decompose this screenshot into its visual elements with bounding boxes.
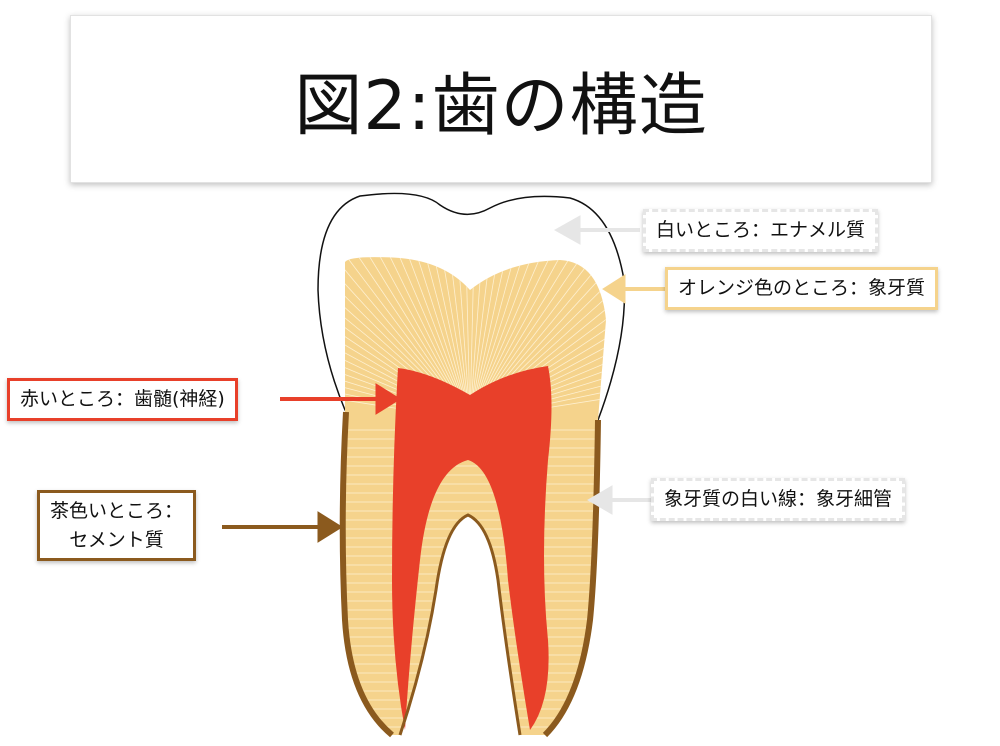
tubule-line [401,257,471,421]
label-cementum-line2: セメント質 [69,528,164,551]
cementum-left [339,411,394,738]
tubule-line [426,257,471,421]
tubule-line [355,257,471,421]
tubule-line [469,257,574,421]
label-enamel: 白いところ：エナメル質 [643,209,879,252]
tubule-line [389,257,471,421]
dentin [342,257,606,735]
tubule-line [469,257,502,421]
arrow-enamel [553,215,640,245]
tubule-line [469,257,539,421]
tubule-line [438,257,471,421]
label-cementum-line1: 茶色いところ： [50,500,184,522]
arrow-dentin [602,274,665,304]
title-box: 図2:歯の構造 [70,15,932,183]
tubule-line [450,257,471,421]
tubule-line [469,257,514,421]
tubule-line [378,257,471,421]
label-cementum: 茶色いところ： セメント質 [37,490,197,561]
tubule-line [413,257,471,421]
arrow-cementum [222,511,343,543]
tubule-line [469,257,477,421]
tubule-line [469,257,527,421]
tubule-line [469,257,490,421]
cementum-inner [398,513,522,736]
pulp [392,366,552,730]
page-title: 図2:歯の構造 [294,66,708,146]
label-pulp: 赤いところ：歯髄(神経) [7,378,238,421]
arrow-pulp [280,383,401,415]
tubule-line [342,257,471,421]
tubule-line [469,257,596,421]
tubule-line [469,257,562,421]
tubule-line [469,257,551,421]
tubule-line [344,257,471,421]
label-dentin: オレンジ色のところ：象牙質 [665,267,939,310]
tubule-line [366,257,471,421]
arrow-tubules [587,485,651,515]
tubule-line [469,257,585,421]
cementum-right [542,419,601,738]
label-dentinal-tubules: 象牙質の白い線：象牙細管 [651,478,906,521]
tubule-line [463,257,471,421]
